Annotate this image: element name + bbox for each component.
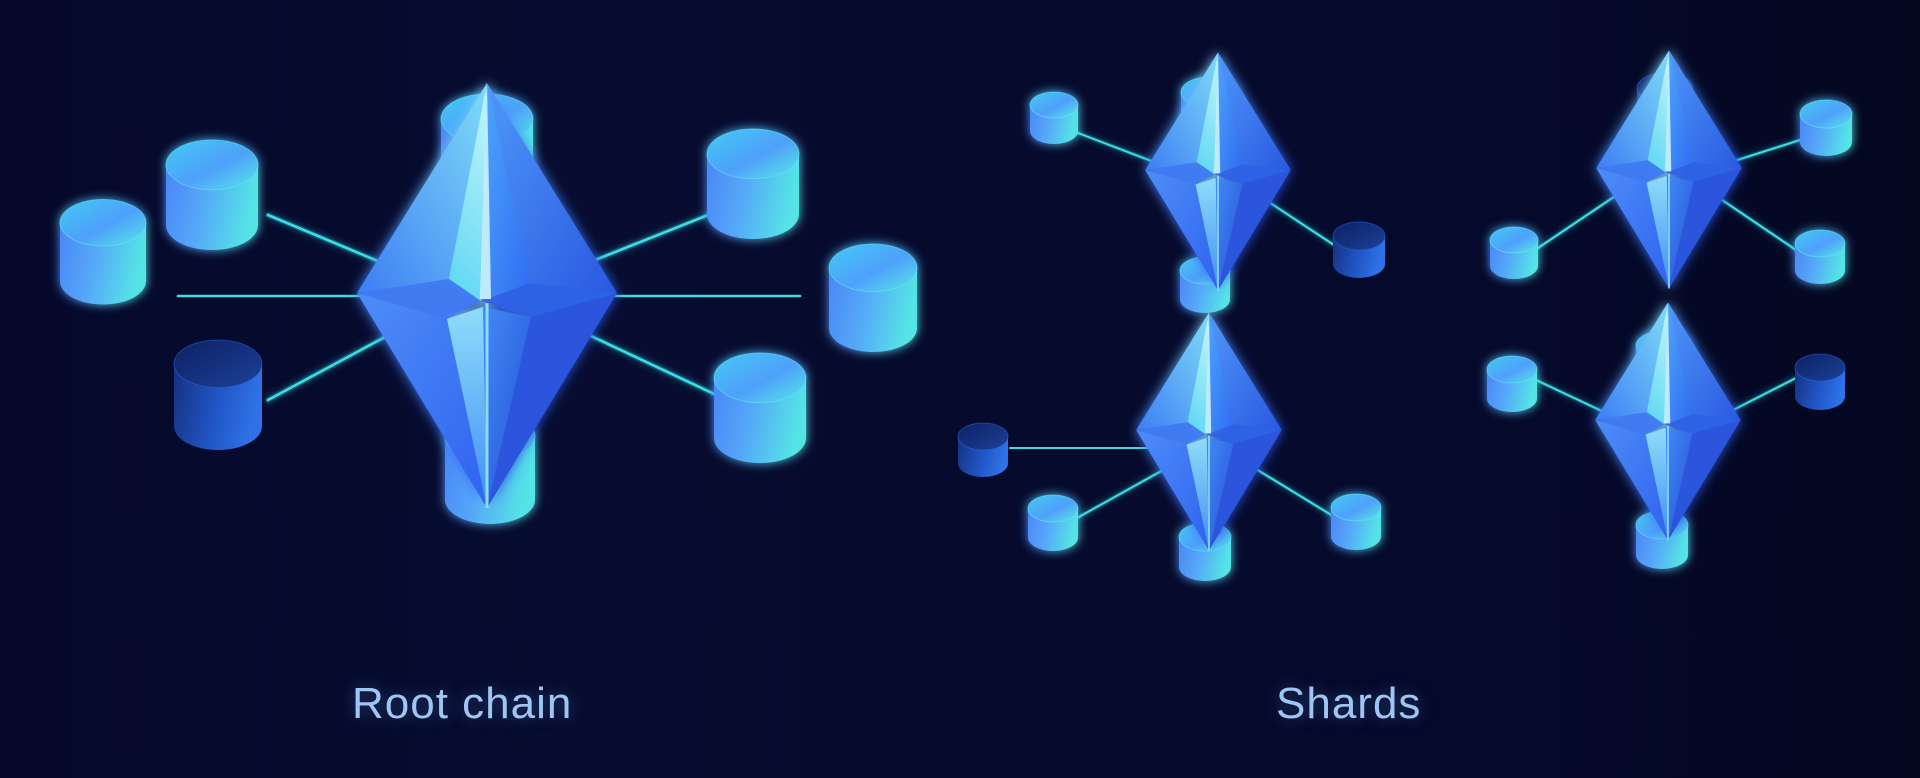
root-diamond bbox=[357, 83, 617, 508]
shard3-node-right bbox=[1330, 493, 1382, 550]
shard3-diamond bbox=[1136, 312, 1282, 551]
node-left bbox=[59, 199, 147, 305]
shard1-diamond bbox=[1145, 52, 1291, 291]
node-upper-left bbox=[165, 139, 259, 250]
database-nodes-layer bbox=[59, 72, 1853, 581]
shard2-diamond bbox=[1596, 50, 1742, 289]
shard2-node-right-lower bbox=[1794, 229, 1846, 284]
shard1-node-left bbox=[1029, 91, 1079, 144]
shard3-node-left-light bbox=[1027, 494, 1079, 551]
shard2-node-left bbox=[1489, 226, 1539, 279]
shard2-node-right-upper bbox=[1799, 99, 1853, 156]
shard4-node-left bbox=[1486, 355, 1538, 412]
chain-hubs-layer bbox=[357, 50, 1742, 551]
shard4-node-right bbox=[1794, 353, 1846, 410]
shard4-diamond bbox=[1595, 302, 1741, 541]
node-lower-left bbox=[173, 339, 263, 450]
root-chain-caption: Root chain bbox=[352, 679, 573, 728]
node-right bbox=[828, 243, 918, 352]
node-upper-right bbox=[706, 128, 800, 239]
shard3-node-left-dark bbox=[957, 422, 1009, 477]
node-lower-right bbox=[713, 352, 807, 463]
shard1-node-right bbox=[1332, 221, 1386, 278]
shards-caption: Shards bbox=[1276, 679, 1422, 728]
